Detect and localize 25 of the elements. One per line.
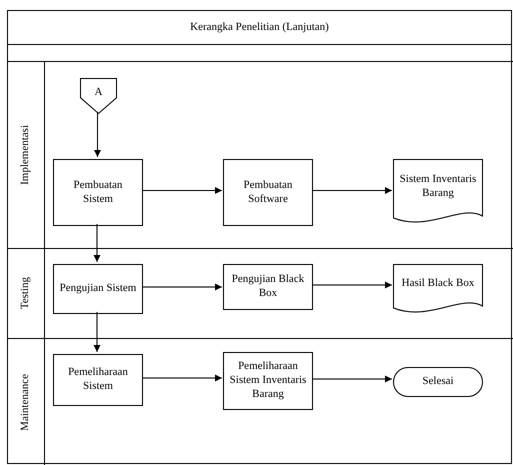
arrow: [94, 112, 101, 158]
process-box: Pembuatan Sistem: [53, 159, 143, 226]
arrow: [94, 224, 100, 262]
swimlane: [8, 338, 513, 465]
process-box: Pemeliharaan Sistem Inventaris Barang: [223, 352, 313, 410]
arrow: [94, 312, 100, 352]
swimlane: [8, 61, 513, 248]
terminator: Selesai: [393, 367, 483, 397]
process-box: Pemeliharaan Sistem: [53, 354, 143, 406]
arrow: [142, 187, 222, 194]
swimlane: [8, 248, 513, 338]
diagram-heading: Kerangka Penelitian (Lanjutan): [189, 20, 330, 35]
lane-label: Testing: [19, 277, 32, 310]
lane-label: Implementasi: [19, 125, 32, 185]
arrow: [312, 187, 392, 194]
arrow: [312, 376, 392, 382]
process-box: Pembuatan Software: [223, 159, 313, 226]
off-page-connector: A: [80, 78, 117, 114]
process-box: Pengujian Black Box: [223, 264, 313, 310]
process-box: Pengujian Sistem: [53, 264, 143, 314]
swimlane-frame: [7, 10, 512, 464]
arrow: [312, 282, 392, 288]
arrow: [142, 374, 222, 382]
lane-label: Maintenance: [19, 374, 32, 430]
arrow: [142, 284, 222, 290]
